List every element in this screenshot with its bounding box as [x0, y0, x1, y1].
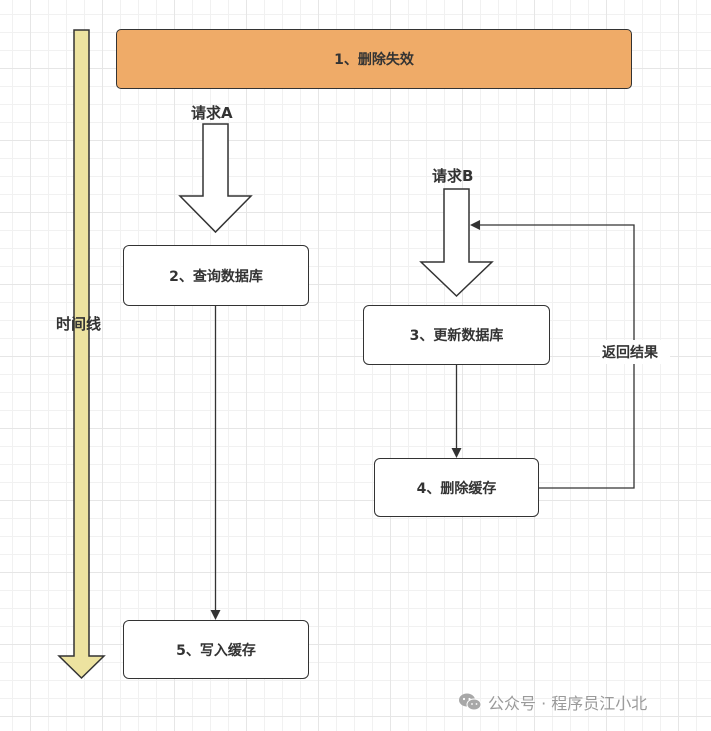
request-a-label: 请求A [191, 104, 233, 122]
step-query-database-label: 2、查询数据库 [169, 268, 263, 285]
request-b-arrow [419, 188, 494, 298]
watermark: 公众号 · 程序员江小北 [458, 690, 647, 714]
step-write-cache-label: 5、写入缓存 [176, 642, 256, 659]
timeline-label: 时间线 [56, 315, 102, 333]
header-step-box: 1、删除失效 [116, 29, 632, 89]
request-b-label: 请求B [432, 167, 474, 185]
step-update-database: 3、更新数据库 [363, 305, 550, 365]
step-write-cache: 5、写入缓存 [123, 620, 309, 679]
step-delete-cache: 4、删除缓存 [374, 458, 539, 517]
step-update-database-label: 3、更新数据库 [409, 328, 504, 344]
wechat-icon [459, 693, 482, 711]
watermark-text: 公众号 · 程序员江小北 [488, 694, 648, 713]
return-result-label: 返回结果 [602, 345, 658, 361]
timeline-arrow [57, 29, 106, 680]
return-label-background [600, 340, 670, 364]
header-step-label: 1、删除失效 [334, 52, 414, 68]
step-delete-cache-label: 4、删除缓存 [416, 480, 497, 497]
step-query-database: 2、查询数据库 [123, 245, 309, 306]
request-a-arrow [178, 123, 253, 234]
